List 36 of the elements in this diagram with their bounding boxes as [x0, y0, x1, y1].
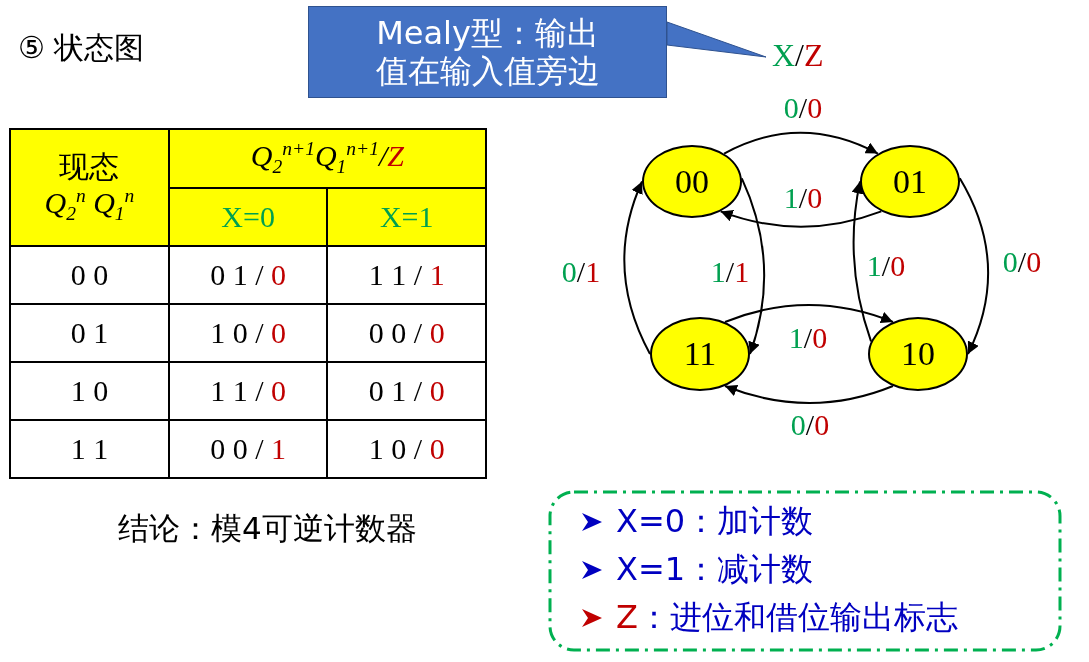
table-cell: 0 0 [10, 246, 169, 304]
state-ellipse: 11 [650, 317, 750, 391]
table-cell: 1 1 [10, 420, 169, 478]
table-cell: 1 1 / 1 [327, 246, 486, 304]
header-cell: X=1 [327, 188, 486, 246]
callout-box: Mealy型：输出值在输入值旁边 [308, 6, 667, 98]
header-text: 现态 [58, 150, 121, 185]
legend-text: X=1：减计数 [616, 549, 814, 590]
conclusion-text: 结论：模4可逆计数器 [118, 509, 417, 548]
table-cell: 1 1 / 0 [168, 362, 328, 420]
output-format-label: X/Z [772, 37, 824, 74]
transition-arrow [623, 180, 651, 355]
callout-pointer [666, 21, 767, 58]
state-ellipse: 10 [868, 317, 968, 391]
transition-arrow [958, 177, 989, 355]
legend-text: Z：进位和借位输出标志 [616, 597, 958, 638]
table-cell: 1 0 [10, 362, 169, 420]
table-cell: 1 0 / 0 [168, 304, 328, 362]
table-cell: 0 0 / 1 [168, 420, 328, 478]
legend-text: X=0：加计数 [616, 501, 814, 542]
table-cell: 1 0 / 0 [327, 420, 486, 478]
table-cell: 0 1 / 0 [168, 246, 328, 304]
table-cell: 0 1 / 0 [327, 362, 486, 420]
table-cell: 0 1 [10, 304, 169, 362]
header-text: Q$_{2}$$^{n+1}$Q$_{1}$$^{n+1}$/Z [249, 138, 405, 179]
header-cell: X=0 [168, 188, 328, 246]
note-box [548, 490, 1062, 652]
transition-arrow [740, 177, 766, 355]
state-ellipse: 01 [860, 145, 960, 218]
transition-arrow [719, 209, 883, 228]
transition-arrow [851, 180, 872, 343]
table-cell: 0 0 / 0 [327, 304, 486, 362]
transition-arrow [724, 384, 894, 404]
transition-arrow [724, 304, 894, 324]
state-ellipse: 00 [642, 145, 742, 218]
slide-title: ⑤ 状态图 [18, 29, 145, 67]
